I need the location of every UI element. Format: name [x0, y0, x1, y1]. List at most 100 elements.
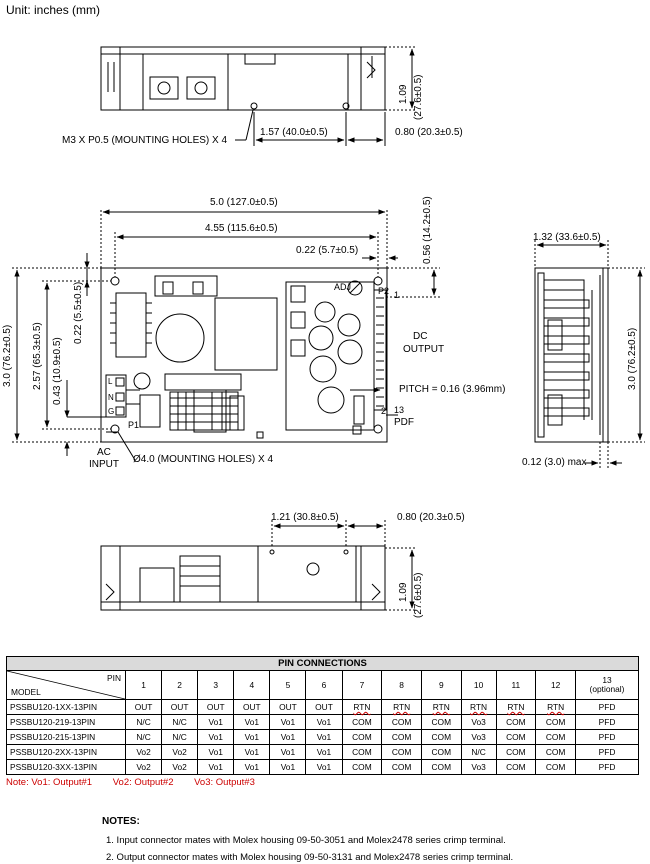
pin-col-header: 9 — [420, 670, 462, 700]
pin-cell: N/C — [161, 729, 199, 745]
pin-cell: PFD — [575, 759, 639, 775]
pin-cell: Vo1 — [233, 714, 271, 730]
model-cell: PSSBU120-215-13PIN — [6, 729, 126, 745]
pin-cell: PFD — [575, 714, 639, 730]
main-input-offset-dim: 0.43 (10.9±0.5) — [52, 337, 63, 405]
pdf-label: PDF — [394, 417, 414, 428]
hole-note: Ø4.0 (MOUNTING HOLES) X 4 — [133, 454, 274, 465]
notes-item-2: 2. Output connector mates with Molex hou… — [106, 852, 514, 863]
pin-col-header: 1 — [124, 670, 163, 700]
p2-label: P2 — [378, 286, 390, 296]
pin-cell: Vo2 — [161, 759, 199, 775]
pin13-number: 13 — [602, 675, 612, 685]
pin-cell: Vo1 — [305, 729, 343, 745]
g-terminal-label: G — [108, 407, 115, 416]
pin-cell: COM — [535, 729, 576, 745]
top-hole-pos-dim: 1.57 (40.0±0.5) — [260, 127, 328, 138]
pin-cell: N/C — [460, 744, 497, 760]
main-hole-span-dim: 4.55 (115.6±0.5) — [205, 223, 278, 234]
side-view — [534, 240, 645, 470]
pin-cell: Vo1 — [197, 714, 235, 730]
pin-cell: N/C — [124, 714, 163, 730]
pin-cell: Vo1 — [269, 729, 307, 745]
pin-cell: COM — [495, 744, 537, 760]
pin-col-header: 11 — [495, 670, 537, 700]
pin-cell: COM — [420, 759, 462, 775]
ac-label: AC — [97, 447, 111, 458]
pin-cell: Vo1 — [305, 714, 343, 730]
top-height-dim: 1.09 — [398, 84, 409, 104]
pin-cell: COM — [341, 729, 383, 745]
pin-cell: Vo1 — [197, 744, 235, 760]
note-vo1: Note: Vo1: Output#1 — [6, 777, 93, 788]
table-title: PIN CONNECTIONS — [6, 656, 639, 671]
pin-cell: COM — [341, 744, 383, 760]
pin-cell: OUT — [124, 699, 163, 715]
model-cell: PSSBU120-1XX-13PIN — [6, 699, 126, 715]
pin-cell: COM — [420, 744, 462, 760]
main-width-dim: 5.0 (127.0±0.5) — [210, 197, 278, 208]
output-label: OUTPUT — [403, 344, 445, 355]
pin-col-header: 2 — [161, 670, 199, 700]
pin-cell: RTN — [381, 699, 422, 715]
pin-cell: Vo1 — [233, 744, 271, 760]
pin-header-label: PIN — [107, 673, 121, 683]
pin-cell: OUT — [305, 699, 343, 715]
top-view — [100, 46, 416, 146]
pin-cell: Vo3 — [460, 729, 497, 745]
pin-cell: Vo1 — [233, 729, 271, 745]
mechanical-drawing — [12, 46, 645, 611]
pin-connections-table: PIN CONNECTIONS PIN MODEL 1 2 3 4 5 6 7 … — [6, 656, 639, 775]
l-terminal-label: L — [108, 377, 113, 386]
pin-cell: COM — [535, 759, 576, 775]
pin-cell: RTN — [495, 699, 537, 715]
pin-cell: COM — [495, 714, 537, 730]
pin-cell: COM — [535, 744, 576, 760]
pin-cell: RTN — [341, 699, 383, 715]
pin-col-header: 10 — [460, 670, 497, 700]
model-cell: PSSBU120-3XX-13PIN — [6, 759, 126, 775]
pin13-optional: (optional) — [589, 684, 625, 694]
pin-col-header: 7 — [341, 670, 383, 700]
pin-col-header: 5 — [269, 670, 307, 700]
pin-cell: Vo1 — [197, 759, 235, 775]
notes-item-1: 1. Input connector mates with Molex hous… — [106, 835, 506, 846]
pin-col-header: 8 — [381, 670, 422, 700]
pin-cell: COM — [420, 714, 462, 730]
table-header-row: PIN MODEL 1 2 3 4 5 6 7 8 9 10 11 12 13 … — [6, 670, 639, 700]
note-vo2: Vo2: Output#2 — [112, 777, 174, 788]
pin-cell: Vo3 — [460, 759, 497, 775]
pin-cell: Vo3 — [460, 714, 497, 730]
pin-cell: PFD — [575, 729, 639, 745]
input-label: INPUT — [89, 459, 119, 470]
pin-cell: PFD — [575, 744, 639, 760]
pin-col-header: 12 — [535, 670, 576, 700]
top-height-mm-dim: (27.6±0.5) — [413, 74, 424, 120]
pin-cell: Vo2 — [124, 759, 163, 775]
pin-cell: RTN — [535, 699, 576, 715]
main-top-offset-dim: 0.56 (14.2±0.5) — [422, 196, 433, 264]
n-terminal-label: N — [108, 393, 114, 402]
note-vo3: Vo3: Output#3 — [194, 777, 255, 788]
pin-cell: OUT — [161, 699, 199, 715]
pin-cell: PFD — [575, 699, 639, 715]
top-right-dim: 0.80 (20.3±0.5) — [395, 127, 463, 138]
pin-cell: Vo2 — [161, 744, 199, 760]
pin-cell: COM — [535, 714, 576, 730]
pin-cell: COM — [495, 759, 537, 775]
main-hole-height-dim: 2.57 (65.3±0.5) — [32, 322, 43, 390]
pin-cell: Vo1 — [305, 759, 343, 775]
side-height-dim: 3.0 (76.2±0.5) — [627, 327, 638, 390]
pin-col-header: 4 — [233, 670, 271, 700]
adj-label: ADJ — [334, 282, 352, 292]
bottom-height-mm-dim: (27.6±0.5) — [413, 572, 424, 618]
pin-cell: COM — [381, 744, 422, 760]
pin-cell: Vo1 — [269, 714, 307, 730]
main-view — [12, 209, 440, 461]
pin-cell: Vo1 — [269, 744, 307, 760]
